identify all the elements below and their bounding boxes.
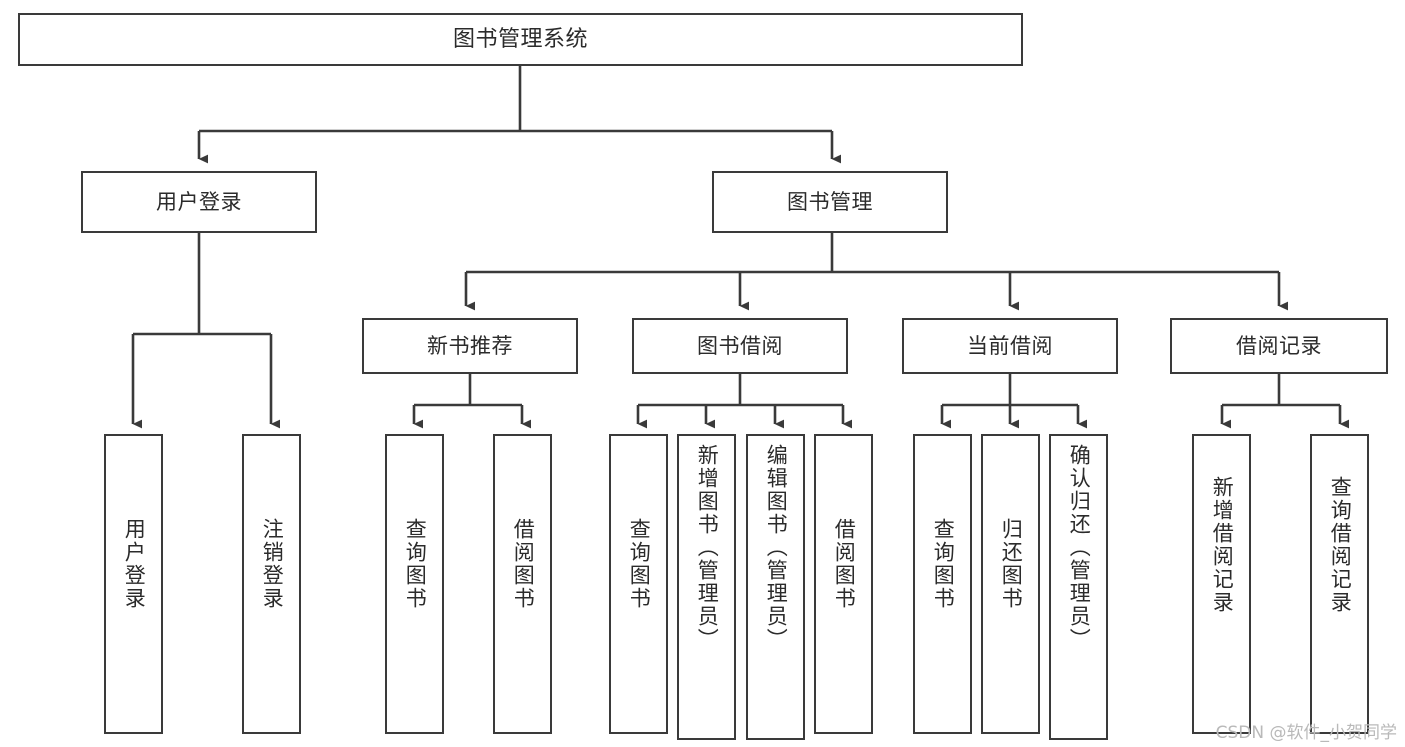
- node-book-management[interactable]: 图书管理: [712, 171, 948, 233]
- node-label: 新增借阅记录: [1210, 476, 1235, 614]
- node-label: 图书管理系统: [452, 26, 588, 52]
- leaf-user-logout[interactable]: 注销登录: [242, 434, 301, 734]
- leaf-borrow-book-borrow[interactable]: 借阅图书: [814, 434, 873, 734]
- leaf-query-book-borrow[interactable]: 查询图书: [609, 434, 668, 734]
- node-label: 借阅图书: [832, 518, 857, 610]
- leaf-user-login[interactable]: 用户登录: [104, 434, 163, 734]
- node-label: 用户登录: [122, 518, 147, 610]
- node-label: 查询图书: [403, 518, 428, 610]
- node-label: 图书借阅: [697, 333, 783, 358]
- node-label: 查询图书: [931, 518, 956, 610]
- leaf-add-book-admin[interactable]: 新增图书（管理员）: [677, 434, 736, 740]
- node-label: 用户登录: [156, 189, 242, 214]
- node-label: 编辑图书（管理员）: [764, 444, 789, 651]
- node-book-borrow[interactable]: 图书借阅: [632, 318, 848, 374]
- leaf-query-book-current[interactable]: 查询图书: [913, 434, 972, 734]
- node-new-book-recommend[interactable]: 新书推荐: [362, 318, 578, 374]
- node-label: 查询图书: [627, 518, 652, 610]
- leaf-borrow-book-new-recommend[interactable]: 借阅图书: [493, 434, 552, 734]
- node-label: 归还图书: [999, 518, 1024, 610]
- node-label: 新增图书（管理员）: [695, 444, 720, 651]
- leaf-confirm-return-admin[interactable]: 确认归还（管理员）: [1049, 434, 1108, 740]
- leaf-edit-book-admin[interactable]: 编辑图书（管理员）: [746, 434, 805, 740]
- node-borrow-record[interactable]: 借阅记录: [1170, 318, 1388, 374]
- node-label: 借阅图书: [511, 518, 536, 610]
- node-root-book-management-system[interactable]: 图书管理系统: [18, 13, 1023, 66]
- node-label: 当前借阅: [967, 333, 1053, 358]
- node-label: 注销登录: [260, 518, 285, 610]
- node-label: 图书管理: [787, 189, 873, 214]
- node-label: 新书推荐: [427, 333, 513, 358]
- node-current-borrow[interactable]: 当前借阅: [902, 318, 1118, 374]
- leaf-query-borrow-record[interactable]: 查询借阅记录: [1310, 434, 1369, 734]
- node-label: 借阅记录: [1236, 333, 1322, 358]
- leaf-return-book[interactable]: 归还图书: [981, 434, 1040, 734]
- node-label: 确认归还（管理员）: [1067, 444, 1092, 651]
- leaf-query-book-new-recommend[interactable]: 查询图书: [385, 434, 444, 734]
- leaf-add-borrow-record[interactable]: 新增借阅记录: [1192, 434, 1251, 734]
- node-user-login[interactable]: 用户登录: [81, 171, 317, 233]
- node-label: 查询借阅记录: [1328, 476, 1353, 614]
- csdn-watermark: CSDN @软件_小贺同学: [1215, 723, 1397, 743]
